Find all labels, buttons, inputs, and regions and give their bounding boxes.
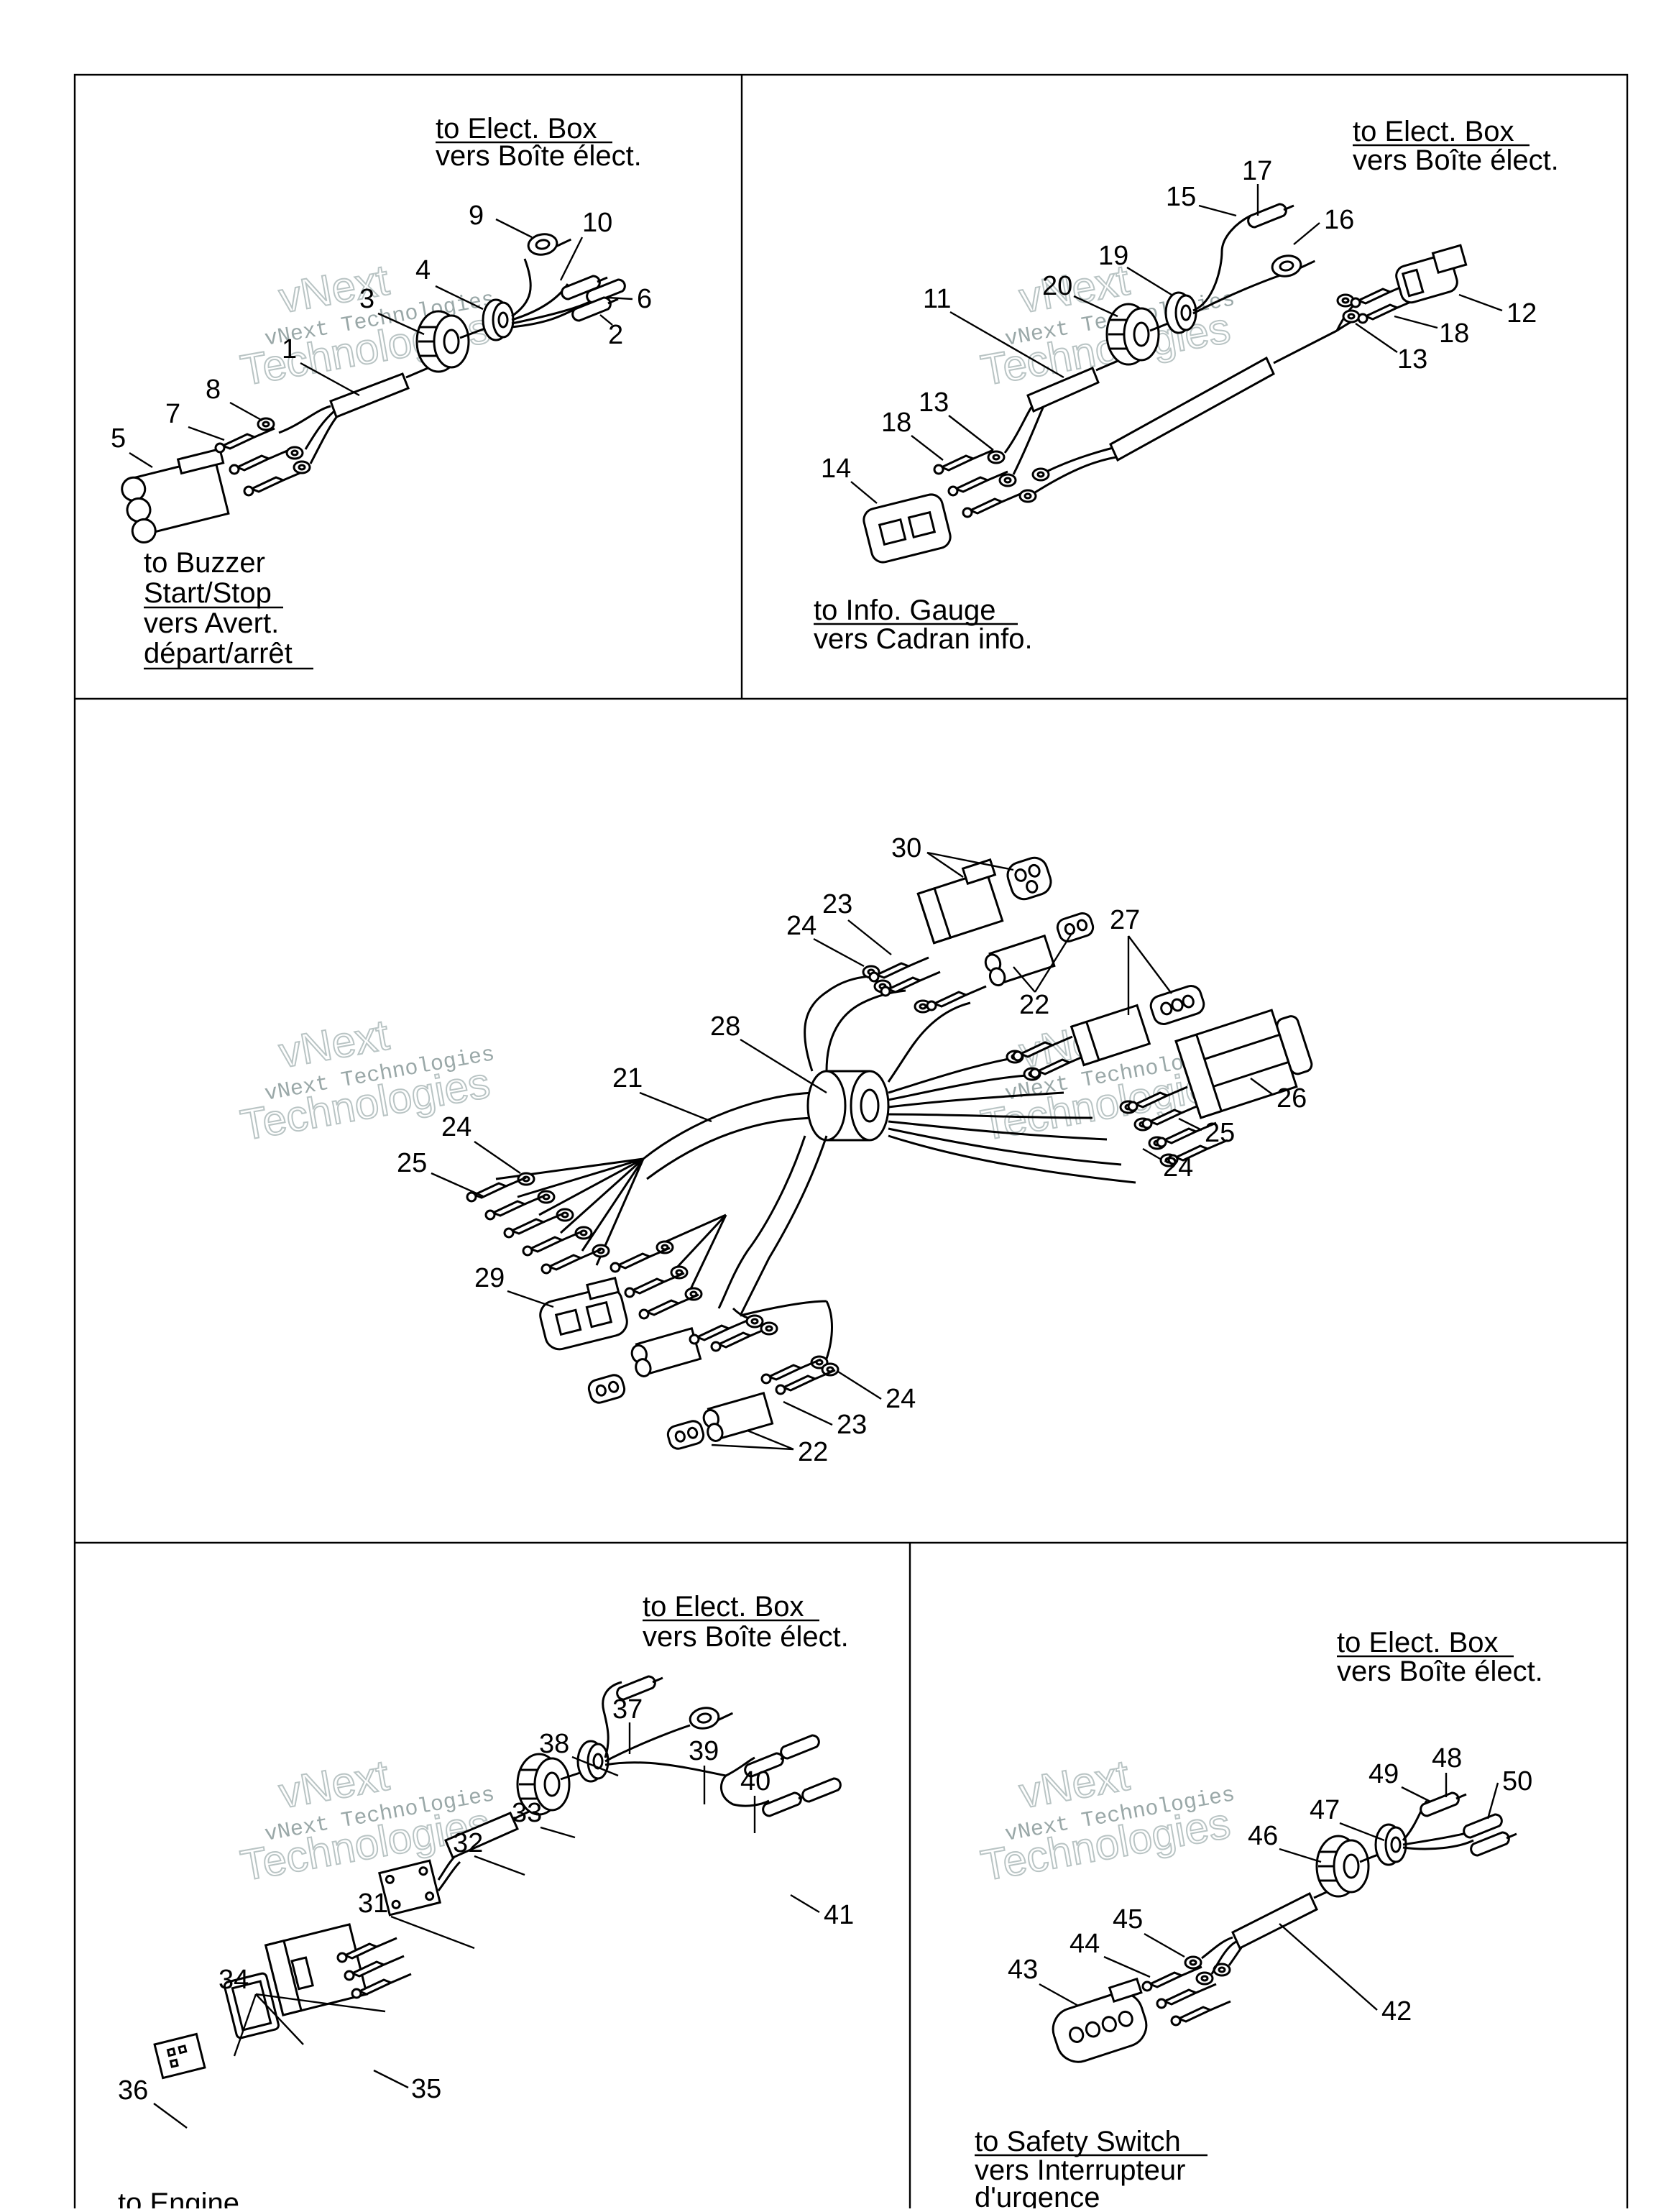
callout-label: 16 — [1324, 205, 1354, 235]
callout-label: 41 — [824, 1900, 854, 1930]
callout-label: 22 — [1019, 990, 1049, 1020]
p4-callouts: 37 38 39 40 33 32 31 41 34 35 36 — [118, 1694, 854, 2129]
p4-dest-top-line2: vers Boîte élect. — [643, 1621, 849, 1653]
panel-1-buzzer-harness: to Elect. Box vers Boîte élect. — [111, 113, 652, 670]
callout-label: 28 — [710, 1011, 740, 1042]
p2-dest-top-line1: to Elect. Box — [1353, 116, 1514, 147]
callout-label: 35 — [411, 2074, 441, 2104]
callout-label: 31 — [358, 1889, 388, 1919]
p4-dest-bottom-line1: to Engine — [118, 2188, 239, 2208]
callout-label: 23 — [837, 1410, 867, 1440]
callout-label: 17 — [1242, 156, 1272, 186]
callout-label: 24 — [441, 1112, 472, 1142]
panel-2-info-gauge-harness: to Elect. Box vers Boîte élect. — [814, 116, 1559, 655]
callout-label: 34 — [218, 1965, 249, 1995]
p1-dest-bottom-line4: départ/arrêt — [144, 638, 293, 669]
callout-label: 49 — [1368, 1759, 1399, 1789]
p5-callouts: 48 49 50 47 46 45 44 43 42 — [1008, 1743, 1532, 2027]
callout-label: 6 — [637, 284, 652, 314]
panel-3-main-harness: 30 23 24 27 22 28 21 24 25 26 25 24 — [397, 833, 1313, 1467]
callout-label: 47 — [1310, 1795, 1340, 1825]
callout-label: 37 — [612, 1694, 643, 1725]
p5-dest-bottom-line1: to Safety Switch — [975, 2126, 1181, 2157]
callout-label: 23 — [822, 889, 852, 919]
p4-harness-drawing — [153, 1675, 842, 2080]
callout-label: 1 — [282, 334, 297, 364]
callout-label: 5 — [111, 423, 126, 454]
callout-label: 8 — [206, 375, 221, 405]
callout-label: 32 — [453, 1828, 483, 1858]
callout-label: 38 — [539, 1729, 569, 1759]
p2-dest-bottom-line2: vers Cadran info. — [814, 623, 1033, 655]
panel-frames — [73, 73, 1629, 2212]
callout-label: 44 — [1070, 1929, 1100, 1959]
callout-label: 24 — [1163, 1152, 1193, 1183]
callout-label: 12 — [1506, 298, 1537, 329]
callout-label: 9 — [469, 201, 484, 231]
callout-label: 39 — [689, 1736, 719, 1766]
callout-label: 25 — [1205, 1118, 1235, 1148]
p4-dest-top-line1: to Elect. Box — [643, 1591, 804, 1623]
p1-dest-top-line2: vers Boîte élect. — [436, 140, 642, 172]
callout-label: 25 — [397, 1148, 427, 1178]
callout-label: 29 — [474, 1263, 505, 1293]
callout-label: 7 — [165, 399, 180, 429]
p2-dest-top-line2: vers Boîte élect. — [1353, 144, 1559, 176]
callout-label: 20 — [1042, 271, 1072, 301]
callout-label: 13 — [919, 387, 949, 418]
callout-label: 50 — [1502, 1766, 1532, 1796]
callout-label: 21 — [612, 1063, 643, 1093]
p2-harness-drawing — [862, 203, 1468, 564]
callout-label: 3 — [359, 284, 374, 314]
callout-label: 30 — [891, 833, 921, 863]
callout-label: 24 — [886, 1384, 916, 1414]
panel-4-engine-harness: to Elect. Box vers Boîte élect. — [118, 1591, 854, 2212]
callout-label: 22 — [798, 1437, 828, 1467]
callout-label: 13 — [1397, 344, 1427, 375]
p5-dest-top-line1: to Elect. Box — [1337, 1627, 1499, 1658]
callout-label: 24 — [786, 911, 816, 941]
callout-label: 18 — [881, 408, 911, 438]
p1-callouts: 9 10 4 3 6 2 1 8 7 5 — [111, 201, 652, 469]
callout-label: 14 — [821, 454, 851, 484]
p2-dest-bottom-line1: to Info. Gauge — [814, 595, 996, 626]
callout-label: 10 — [582, 208, 612, 238]
callout-label: 4 — [415, 255, 431, 285]
p1-harness-drawing — [121, 228, 626, 543]
p1-dest-bottom-line1: to Buzzer — [144, 547, 265, 579]
callout-label: 40 — [740, 1766, 770, 1796]
panel-5-safety-switch-harness: to Elect. Box vers Boîte élect. — [975, 1627, 1543, 2212]
callout-label: 26 — [1276, 1083, 1307, 1114]
p2-callouts: 17 15 16 19 20 11 12 18 13 13 18 14 — [821, 156, 1537, 504]
callout-label: 33 — [512, 1798, 542, 1828]
callout-label: 48 — [1432, 1743, 1462, 1773]
p5-dest-top-line2: vers Boîte élect. — [1337, 1656, 1543, 1687]
p1-dest-bottom-line3: vers Avert. — [144, 607, 279, 639]
p1-dest-top-line1: to Elect. Box — [436, 113, 597, 144]
callout-label: 19 — [1098, 241, 1128, 271]
p5-dest-bottom-line2: vers Interrupteur — [975, 2154, 1185, 2186]
callout-label: 11 — [923, 284, 951, 314]
callout-label: 43 — [1008, 1955, 1038, 1985]
p5-harness-drawing — [1052, 1791, 1518, 2063]
callout-label: 27 — [1110, 905, 1140, 935]
callout-label: 36 — [118, 2075, 148, 2106]
callout-label: 42 — [1381, 1996, 1412, 2027]
callout-label: 15 — [1166, 182, 1196, 212]
p5-dest-bottom-line3: d'urgence — [975, 2182, 1100, 2208]
callout-label: 46 — [1248, 1821, 1278, 1851]
p1-dest-bottom-line2: Start/Stop — [144, 577, 272, 609]
callout-label: 18 — [1439, 318, 1469, 349]
callout-label: 45 — [1113, 1904, 1143, 1935]
p3-callouts: 30 23 24 27 22 28 21 24 25 26 25 24 — [397, 833, 1307, 1467]
callout-label: 2 — [608, 320, 623, 350]
